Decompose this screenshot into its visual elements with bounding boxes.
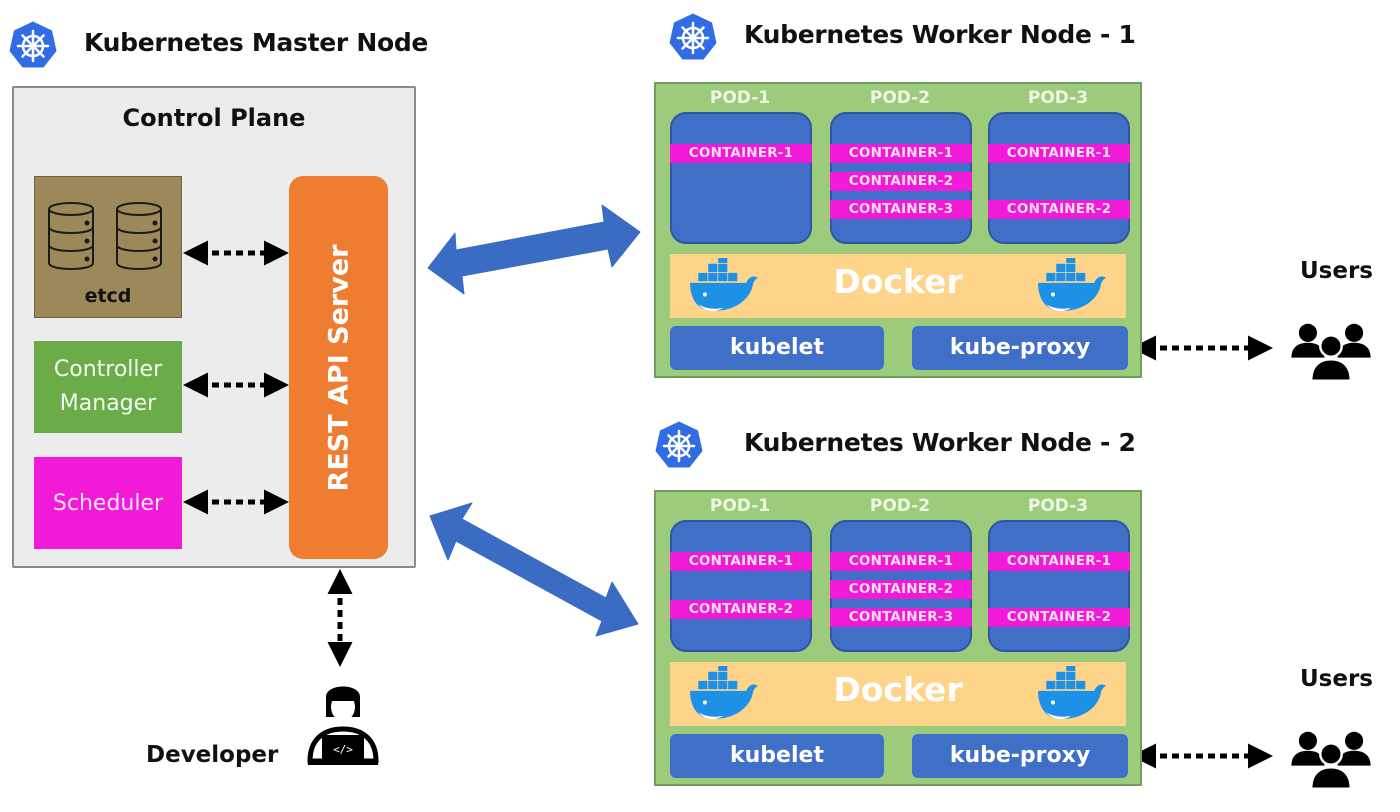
docker-label: Docker xyxy=(833,670,963,709)
controller-manager-component[interactable]: Controller Manager xyxy=(34,341,182,433)
kubelet-component[interactable]: kubelet xyxy=(670,326,884,370)
controller-manager-label-line2: Manager xyxy=(59,391,157,416)
controller-manager-label-line1: Controller xyxy=(53,357,163,382)
container-3[interactable]: CONTAINER-3 xyxy=(830,608,972,627)
scheduler-label: Scheduler xyxy=(52,490,164,516)
container-3[interactable]: CONTAINER-3 xyxy=(830,200,972,219)
pod-label: POD-2 xyxy=(869,496,931,516)
container-2[interactable]: CONTAINER-2 xyxy=(988,608,1130,627)
container-1[interactable]: CONTAINER-1 xyxy=(830,552,972,571)
pod-label: POD-3 xyxy=(1027,88,1089,108)
scheduler-component[interactable]: Scheduler xyxy=(34,457,182,549)
pod-label: POD-1 xyxy=(709,88,771,108)
worker-node-title: Kubernetes Worker Node - 2 xyxy=(744,428,1136,457)
master-worker2-arrow-icon xyxy=(429,502,639,637)
container-1[interactable]: CONTAINER-1 xyxy=(670,144,812,163)
control-plane-title: Control Plane xyxy=(122,104,306,132)
container-1[interactable]: CONTAINER-1 xyxy=(830,144,972,163)
docker-runtime: Docker xyxy=(670,662,1126,726)
docker-whale-icon xyxy=(1034,258,1110,316)
developer-icon xyxy=(298,672,388,772)
master-node-title: Kubernetes Master Node xyxy=(84,28,429,57)
etcd-label: etcd xyxy=(84,285,132,307)
api-server-component[interactable]: REST API Server xyxy=(289,176,388,559)
database-icon xyxy=(48,202,162,270)
kubernetes-logo-icon xyxy=(654,420,704,470)
kubernetes-logo-icon xyxy=(668,12,718,62)
docker-label: Docker xyxy=(833,262,963,301)
kubelet-component[interactable]: kubelet xyxy=(670,734,884,778)
pod-1[interactable]: CONTAINER-1 xyxy=(670,112,812,244)
users-icon xyxy=(1278,318,1384,384)
etcd-component[interactable]: etcd xyxy=(34,176,182,318)
developer-label: Developer xyxy=(146,742,279,768)
docker-whale-icon xyxy=(1034,666,1110,724)
pod-label: POD-3 xyxy=(1027,496,1089,516)
master-worker1-arrow-icon xyxy=(427,204,641,295)
pod-label: POD-2 xyxy=(869,88,931,108)
kube-proxy-component[interactable]: kube-proxy xyxy=(912,326,1128,370)
container-1[interactable]: CONTAINER-1 xyxy=(988,144,1130,163)
container-1[interactable]: CONTAINER-1 xyxy=(988,552,1130,571)
container-2[interactable]: CONTAINER-2 xyxy=(830,580,972,599)
kube-proxy-component[interactable]: kube-proxy xyxy=(912,734,1128,778)
container-1[interactable]: CONTAINER-1 xyxy=(670,552,812,571)
users-label: Users xyxy=(1300,666,1373,692)
docker-runtime: Docker xyxy=(670,254,1126,318)
pod-label: POD-1 xyxy=(709,496,771,516)
container-2[interactable]: CONTAINER-2 xyxy=(988,200,1130,219)
container-2[interactable]: CONTAINER-2 xyxy=(670,600,812,619)
users-label: Users xyxy=(1300,258,1373,284)
worker-node-title: Kubernetes Worker Node - 1 xyxy=(744,20,1136,49)
users-icon xyxy=(1278,726,1384,792)
container-2[interactable]: CONTAINER-2 xyxy=(830,172,972,191)
